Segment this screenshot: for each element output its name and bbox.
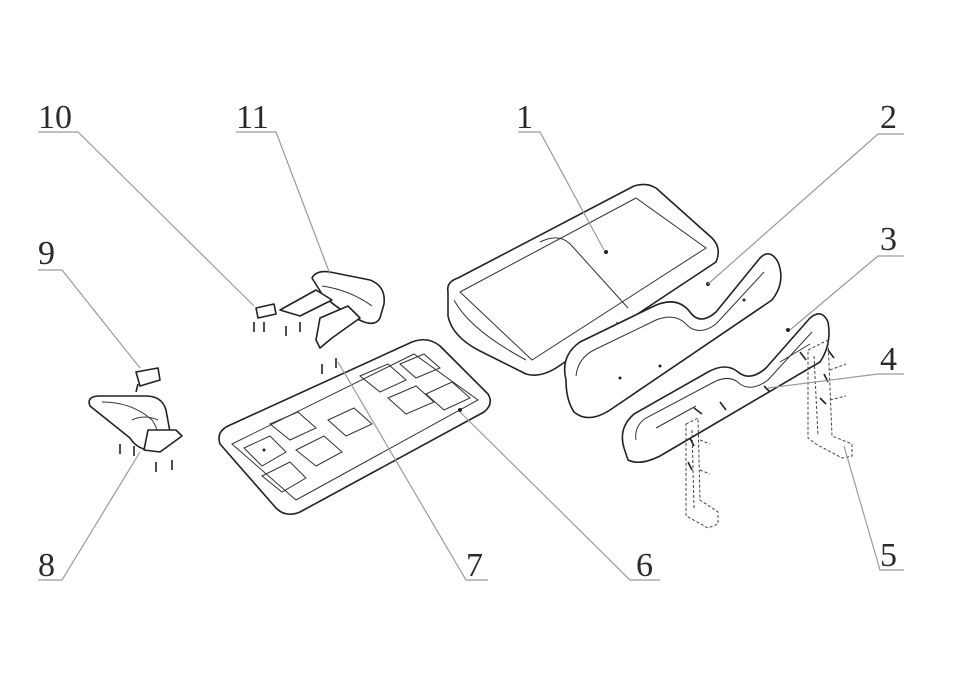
callout-labels: 1 2 3 4 5 6 7 8 9 10 11 bbox=[38, 99, 897, 584]
callout-3: 3 bbox=[880, 221, 897, 258]
part-9-small-bracket bbox=[135, 367, 161, 393]
callout-7: 7 bbox=[466, 547, 483, 584]
leader-6 bbox=[459, 411, 660, 581]
part-6-base-frame bbox=[218, 338, 492, 516]
part-10-bracket-screws bbox=[253, 303, 277, 332]
part-8-left-armrest bbox=[88, 395, 183, 472]
leader-3 bbox=[789, 255, 904, 331]
leader-5 bbox=[843, 445, 904, 571]
part-7-screws bbox=[321, 358, 337, 374]
callout-9: 9 bbox=[38, 235, 55, 272]
callout-10: 10 bbox=[38, 99, 72, 136]
callout-2: 2 bbox=[880, 99, 897, 136]
part-4-screws bbox=[693, 351, 829, 415]
callout-8: 8 bbox=[38, 547, 55, 584]
leader-lines bbox=[38, 131, 904, 581]
leader-8 bbox=[38, 451, 141, 581]
leader-4 bbox=[767, 373, 904, 389]
part-5-brackets bbox=[685, 339, 853, 529]
callout-6: 6 bbox=[636, 547, 653, 584]
callout-11: 11 bbox=[236, 99, 269, 136]
part-3-backrest-panel bbox=[621, 313, 830, 464]
leader-11 bbox=[236, 131, 331, 275]
part-11-right-armrest bbox=[279, 270, 386, 349]
leader-9 bbox=[38, 269, 141, 369]
leader-2 bbox=[707, 133, 904, 285]
callout-4: 4 bbox=[880, 341, 897, 378]
leader-7 bbox=[337, 361, 488, 581]
leader-1 bbox=[518, 131, 605, 251]
callout-1: 1 bbox=[516, 99, 533, 136]
callout-5: 5 bbox=[880, 537, 897, 574]
leader-10 bbox=[38, 131, 255, 307]
